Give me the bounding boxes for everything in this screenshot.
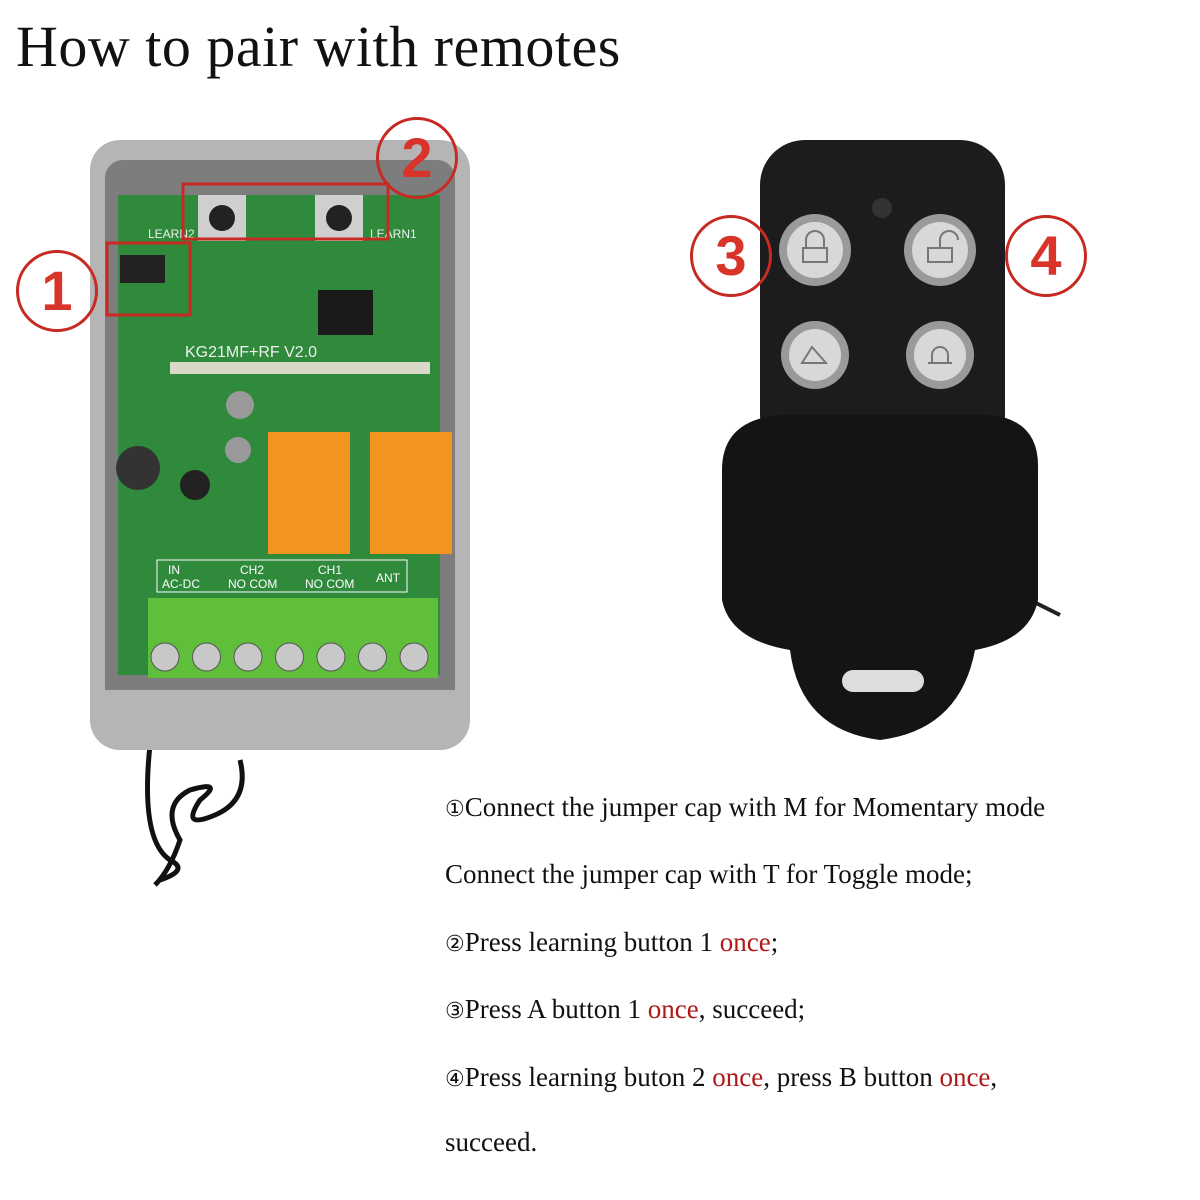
step-number: ④ (445, 1067, 465, 1092)
unlock-icon (927, 230, 959, 263)
step-text: , (990, 1062, 998, 1092)
step-text: Press learning buton 2 (464, 1062, 713, 1092)
jumper-cap[interactable] (120, 255, 165, 283)
emphasis-text: once (719, 927, 771, 957)
learn-buttons-highlight (181, 182, 390, 241)
terminal-labels: IN AC-DC CH2 NO COM CH1 NO COM ANT (162, 563, 401, 591)
callout-2: 2 (376, 117, 458, 199)
lock-icon (802, 230, 828, 263)
terminal-screw (275, 642, 304, 672)
step-number: ② (445, 932, 465, 957)
remote-button-b[interactable] (904, 214, 976, 286)
led-indicator (872, 198, 892, 218)
remote-control (722, 140, 1061, 740)
relay-ch1 (370, 432, 452, 554)
remote-button-c[interactable] (781, 321, 849, 389)
step-line: Connect the jumper cap with T for Toggle… (445, 857, 973, 891)
emphasis-text: once (939, 1062, 991, 1092)
step-number: ③ (445, 999, 465, 1024)
capacitor (116, 446, 160, 490)
step-line: succeed. (445, 1125, 537, 1159)
callout-4: 4 (1005, 215, 1087, 297)
step-text: , succeed; (698, 994, 806, 1024)
jumper-highlight (105, 241, 192, 317)
remote-button-d[interactable] (906, 321, 974, 389)
terminal-screw (316, 642, 346, 672)
svg-text:AC-DC: AC-DC (162, 577, 200, 591)
step-line: ④Press learning buton 2 once, press B bu… (445, 1060, 997, 1097)
svg-text:NO COM: NO COM (305, 577, 354, 591)
board-label: KG21MF+RF V2.0 (185, 344, 317, 361)
terminal-screw (192, 642, 221, 672)
step-number: ① (445, 797, 465, 822)
terminal-screw (150, 642, 180, 672)
remote-button-a[interactable] (779, 214, 851, 286)
step-line: ②Press learning button 1 once; (445, 925, 778, 962)
svg-text:IN: IN (168, 563, 180, 577)
terminal-screw (233, 642, 263, 672)
page-title: How to pair with remotes (16, 14, 621, 79)
receiver-unit: LEARN2 LEARN1 KG21MF+RF V2.0 IN AC-DC CH… (90, 140, 470, 887)
relay-ch2 (268, 432, 350, 554)
remote-body (722, 415, 1039, 740)
ic-chip (318, 290, 373, 335)
step-text: Connect the jumper cap with M for Moment… (464, 792, 1046, 822)
step-text: ; (770, 927, 779, 957)
svg-text:CH2: CH2 (240, 563, 264, 577)
step-line: ①Connect the jumper cap with M for Momen… (445, 790, 1045, 827)
svg-text:NO COM: NO COM (228, 577, 277, 591)
car-icon (800, 345, 829, 364)
step-text: Connect the jumper cap with T for Toggle… (445, 859, 973, 889)
step-text: Press learning button 1 (464, 927, 720, 957)
terminal-screw (358, 642, 387, 672)
callout-3: 3 (690, 215, 772, 297)
antenna-cable (145, 744, 181, 883)
step-text: succeed. (445, 1127, 538, 1157)
svg-text:CH1: CH1 (318, 563, 342, 577)
callout-1: 1 (16, 250, 98, 332)
step-text: , press B button (763, 1062, 940, 1092)
emphasis-text: once (647, 994, 699, 1024)
svg-text:ANT: ANT (376, 571, 401, 585)
step-text: Press A button 1 (464, 994, 648, 1024)
step-line: ③Press A button 1 once, succeed; (445, 992, 805, 1029)
terminal-screw (399, 642, 429, 672)
emphasis-text: once (712, 1062, 764, 1092)
bell-icon (928, 346, 952, 364)
